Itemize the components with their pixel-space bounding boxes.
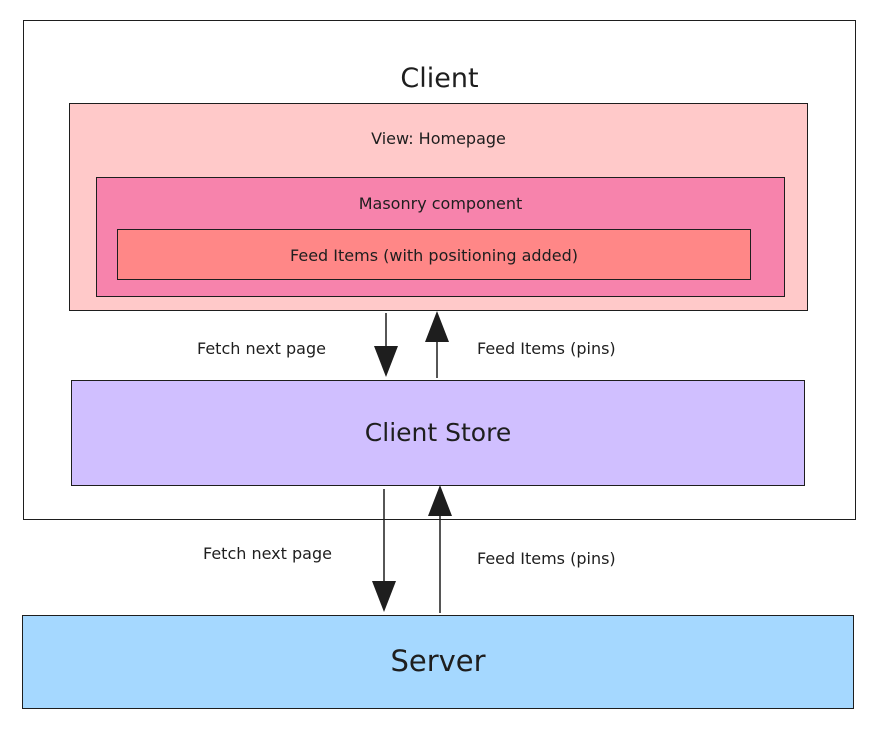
masonry-component-title: Masonry component bbox=[358, 194, 523, 213]
homepage-view-title: View: Homepage bbox=[371, 129, 506, 148]
edge-label-fetch-next-page: Fetch next page bbox=[197, 339, 326, 358]
client-store-box: Client Store bbox=[71, 380, 805, 486]
client-title: Client bbox=[400, 63, 479, 94]
edge-arrow-fetch-to-store bbox=[374, 313, 398, 377]
server-box: Server bbox=[22, 615, 854, 709]
edge-arrow-items-to-store bbox=[428, 485, 452, 613]
client-store-title: Client Store bbox=[364, 418, 512, 447]
edge-arrow-fetch-to-server bbox=[372, 489, 396, 612]
edge-label-fetch-next-page: Fetch next page bbox=[203, 544, 332, 563]
feed-items-title: Feed Items (with positioning added) bbox=[290, 246, 578, 265]
feed-items-box: Feed Items (with positioning added) bbox=[117, 229, 751, 280]
edge-label-feed-items: Feed Items (pins) bbox=[477, 549, 616, 568]
edge-arrow-items-to-view bbox=[425, 311, 449, 378]
edge-label-feed-items: Feed Items (pins) bbox=[477, 339, 616, 358]
server-title: Server bbox=[390, 644, 486, 678]
